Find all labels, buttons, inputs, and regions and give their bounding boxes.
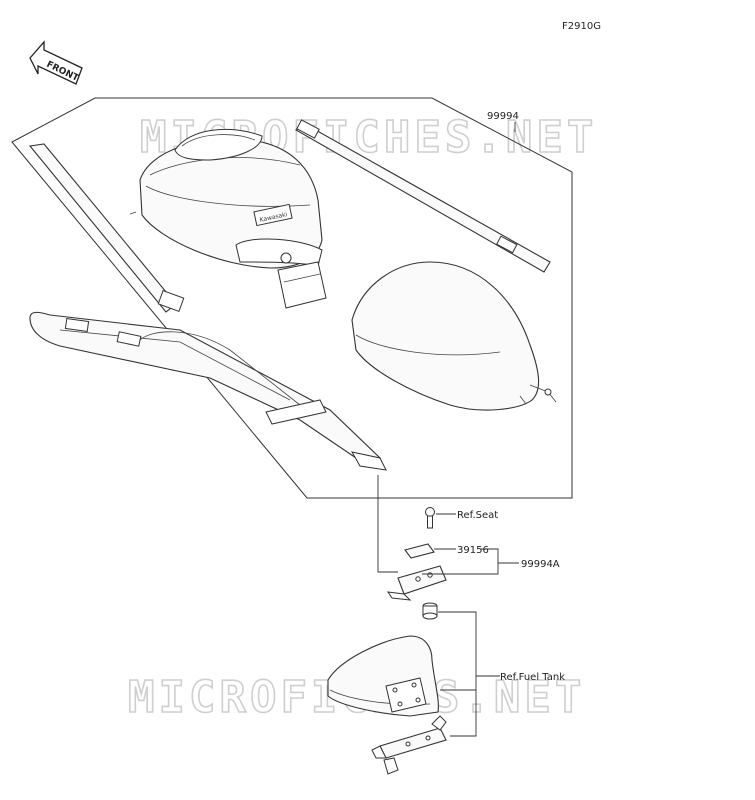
lower-bracket [371, 715, 447, 775]
callout-39156: 39156 [457, 545, 489, 556]
bolt [425, 507, 435, 529]
callout-ref-fuel-tank: Ref.Fuel Tank [500, 672, 565, 683]
fuel-tank-leader-bottom [450, 676, 477, 737]
label-patch-39156 [404, 543, 435, 559]
callout-99994a: 99994A [521, 559, 560, 570]
fuel-tank [327, 635, 439, 717]
figure-code: F2910G [562, 21, 601, 32]
kit-to-bracket-leader [377, 475, 398, 573]
bracket-leader [422, 562, 519, 575]
kit-outline [11, 97, 573, 499]
group-leader [480, 548, 499, 563]
rubber-grommet [422, 602, 438, 620]
callout-ref-seat: Ref.Seat [457, 510, 498, 521]
fuel-tank-leader-top [438, 611, 500, 677]
bracket [386, 565, 447, 601]
base-strap [28, 143, 387, 471]
front-arrow-icon: FRONT [29, 40, 83, 85]
seat-cover [351, 261, 557, 411]
tank-bag: Kawasaki [129, 128, 327, 309]
callout-99994: 99994 [487, 111, 519, 122]
long-strap [294, 119, 551, 273]
